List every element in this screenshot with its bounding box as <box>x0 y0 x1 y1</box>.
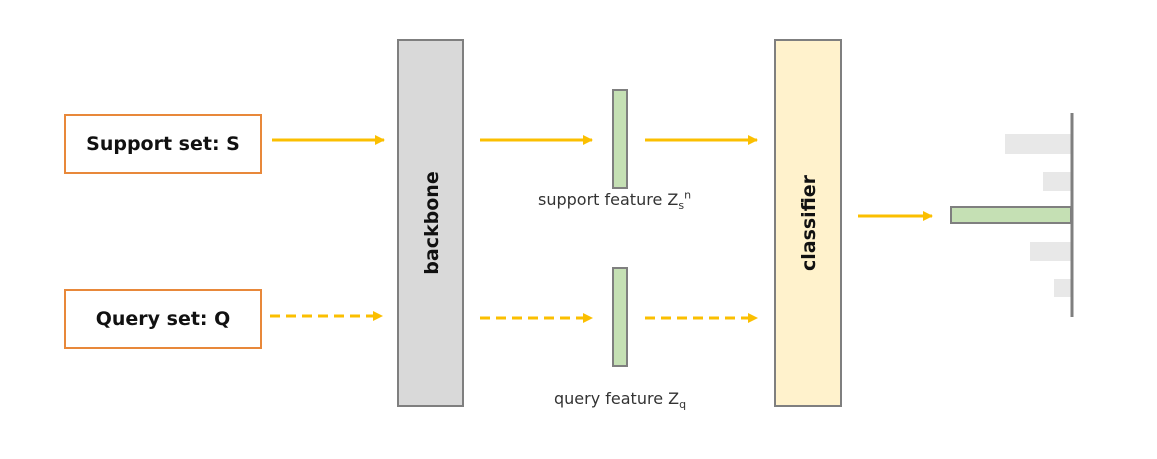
classifier-label: classifier <box>798 174 820 271</box>
classifier-block <box>774 39 842 407</box>
query-set-label: Query set: Q <box>95 308 231 330</box>
support-feature-text: support feature Z <box>538 190 679 209</box>
score-bar-top <box>950 206 1072 224</box>
backbone-block <box>397 39 464 407</box>
query-feature-bar <box>612 267 628 367</box>
support-feature-label: support feature Zsn <box>538 188 692 213</box>
support-set-label: Support set: S <box>86 133 240 155</box>
score-bar-3 <box>1030 242 1071 261</box>
support-feature-superscript: n <box>684 188 692 202</box>
support-feature-subscript: s <box>678 199 685 213</box>
backbone-label: backbone <box>421 171 443 274</box>
support-feature-bar <box>612 89 628 189</box>
score-bar-1 <box>1005 134 1071 154</box>
score-bar-4 <box>1054 279 1071 297</box>
query-feature-text: query feature Z <box>554 389 680 408</box>
query-set-box: Query set: Q <box>64 289 262 349</box>
score-bar-2 <box>1043 172 1071 191</box>
query-feature-label: query feature Zq <box>554 389 687 412</box>
query-feature-subscript: q <box>679 398 687 412</box>
support-set-box: Support set: S <box>64 114 262 174</box>
